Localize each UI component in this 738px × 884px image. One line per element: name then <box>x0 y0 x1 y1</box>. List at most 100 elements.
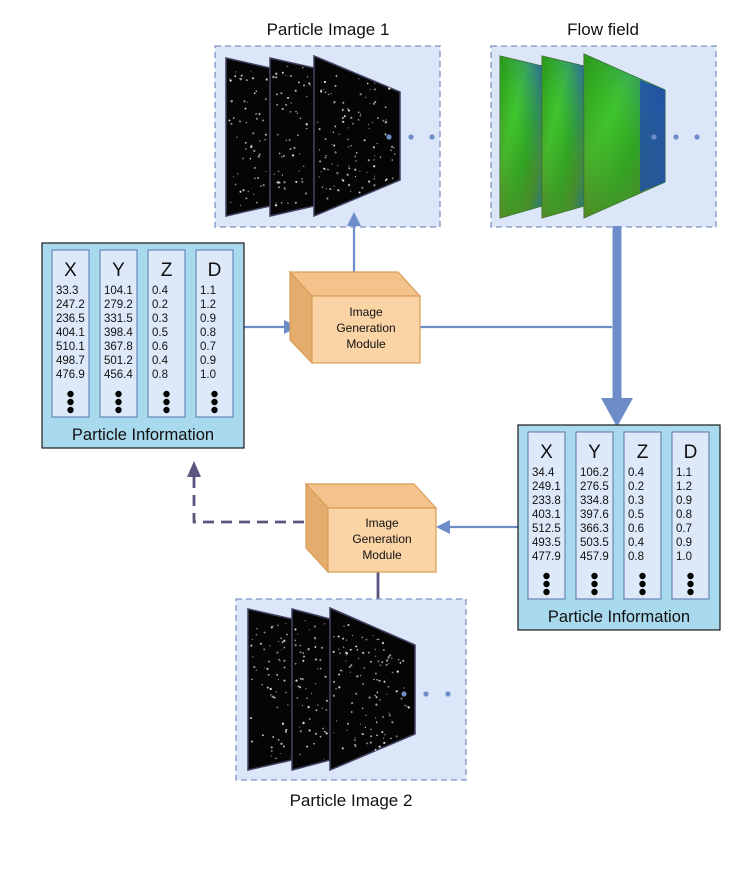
particle-dot <box>284 730 287 733</box>
particle-dot <box>333 101 336 104</box>
table-cell: 0.4 <box>152 285 169 297</box>
particle-dot <box>344 651 348 654</box>
continuation-dot <box>408 134 414 140</box>
particle-dots <box>228 70 268 206</box>
particle-dot <box>273 173 276 176</box>
particle-dot <box>356 649 359 651</box>
particle-dot <box>323 80 327 84</box>
particle-dot <box>253 149 256 153</box>
ellipsis-dot <box>687 588 694 596</box>
particle-dot <box>281 641 284 644</box>
particle-dot <box>275 76 278 79</box>
table-cell: 0.3 <box>628 495 644 507</box>
particle-dot <box>376 691 379 694</box>
particle-dot <box>372 635 374 637</box>
module-label-line: Generation <box>352 532 411 546</box>
table-cell: 1.2 <box>200 299 216 311</box>
particle-frame-middle <box>269 57 315 217</box>
particle-dot <box>280 637 283 640</box>
particle-dot <box>376 678 378 681</box>
particle-dot <box>320 89 322 92</box>
module-label-line: Generation <box>336 321 395 335</box>
particle-dot <box>258 113 261 116</box>
particle-dot <box>391 671 394 674</box>
particle-dot <box>359 723 361 725</box>
particle-dot <box>374 672 377 675</box>
arrowhead <box>601 398 633 427</box>
particle-dot <box>378 638 380 640</box>
ellipsis-dot <box>687 580 694 588</box>
table-cell: 279.2 <box>104 299 133 311</box>
particle-dot <box>343 115 346 117</box>
particle-dot <box>283 659 286 662</box>
column-header: X <box>540 442 553 463</box>
particle-dot <box>296 112 298 114</box>
particle-dot <box>281 174 283 176</box>
particle-dot <box>276 181 279 184</box>
particle-dot <box>331 163 333 165</box>
particle-dot <box>321 186 324 188</box>
particle-dot <box>390 737 392 740</box>
particle-dot <box>386 188 388 191</box>
particle-dot <box>341 108 344 111</box>
particle-dot <box>298 170 300 172</box>
particle-dot <box>242 189 245 192</box>
particle-dot <box>392 626 394 628</box>
table-cell: 1.1 <box>676 467 692 479</box>
particle-dot <box>338 133 340 135</box>
particle-dot <box>250 717 252 720</box>
particle-dot <box>407 706 410 709</box>
particle-dot <box>238 120 241 123</box>
particle-dot <box>307 648 310 651</box>
particle-dot <box>286 65 288 67</box>
particle-dot <box>272 735 275 739</box>
particle-dot <box>376 638 379 641</box>
particle-dot <box>301 177 303 180</box>
particle-dot <box>276 706 279 709</box>
particle-dot <box>254 177 256 180</box>
particle-dot <box>375 720 377 723</box>
particle-dot <box>319 658 322 662</box>
particle-dot <box>374 77 377 80</box>
particle-dot <box>402 659 405 662</box>
particle-dot <box>261 734 264 737</box>
particle-dot <box>228 78 230 80</box>
particle-dot <box>373 159 375 161</box>
particle-dot <box>256 201 258 204</box>
particle-dot <box>341 116 344 119</box>
particle-dot <box>253 665 256 669</box>
module-front-face <box>327 507 437 573</box>
particle-frame-back <box>225 57 271 217</box>
particle-dot <box>361 186 364 189</box>
particle-dot <box>347 623 350 627</box>
particle-dot <box>299 686 302 689</box>
particle-dot <box>319 90 323 93</box>
table-cell: 0.2 <box>152 299 168 311</box>
continuation-dot <box>423 691 429 697</box>
particle-dot <box>295 201 297 204</box>
table-cell: 0.9 <box>676 495 692 507</box>
connectors <box>244 212 633 534</box>
particle-dot <box>324 91 327 94</box>
particle-dot <box>342 646 345 648</box>
table-cell: 0.8 <box>628 551 644 563</box>
particle-dots <box>317 69 396 204</box>
particle-dot <box>301 705 304 707</box>
particle-dot <box>403 687 405 689</box>
particle-dot <box>366 82 369 85</box>
table-cell: 1.0 <box>676 551 692 563</box>
table-cell: 0.8 <box>200 327 216 339</box>
particle-dot <box>361 732 364 735</box>
particle-dot <box>374 648 376 650</box>
particle-dot <box>297 633 299 635</box>
particle-dot <box>378 745 381 748</box>
table-cell: 0.5 <box>628 509 644 521</box>
particle-frame-front <box>313 54 401 218</box>
particle-dot <box>382 119 385 122</box>
particle-dot <box>388 714 391 717</box>
particle-dot <box>335 687 337 690</box>
particle-dot <box>257 155 260 158</box>
particle-dot <box>253 92 256 95</box>
particle-dot <box>373 184 376 187</box>
table-column <box>671 431 710 600</box>
